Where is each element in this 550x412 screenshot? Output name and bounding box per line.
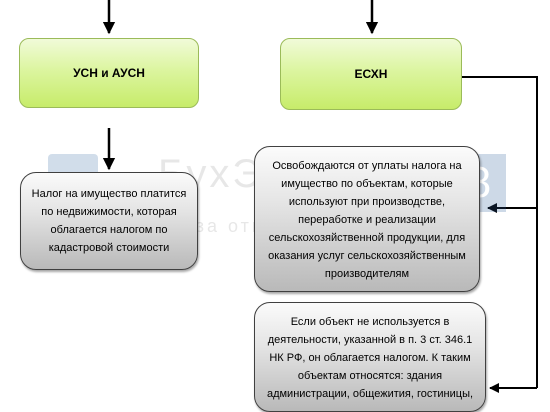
cadastral-tax-text: Налог на имущество платится по недвижимо… [31,188,187,254]
exempt-text: Освобождаются от уплаты налога на имущес… [268,160,466,280]
eshn-label: ЕСХН [354,67,388,81]
taxed-object-box: Если объект не используется в деятельнос… [254,302,486,412]
usn-ausn-label: УСН и АУСН [73,66,145,80]
exempt-box: Освобождаются от уплаты налога на имущес… [254,146,480,292]
cadastral-tax-box: Налог на имущество платится по недвижимо… [20,172,198,270]
eshn-box: ЕСХН [280,38,462,110]
usn-ausn-box: УСН и АУСН [19,38,199,108]
taxed-object-text: Если объект не используется в деятельнос… [266,316,474,400]
connectors [102,0,538,393]
connector-eshn-right [462,76,538,388]
